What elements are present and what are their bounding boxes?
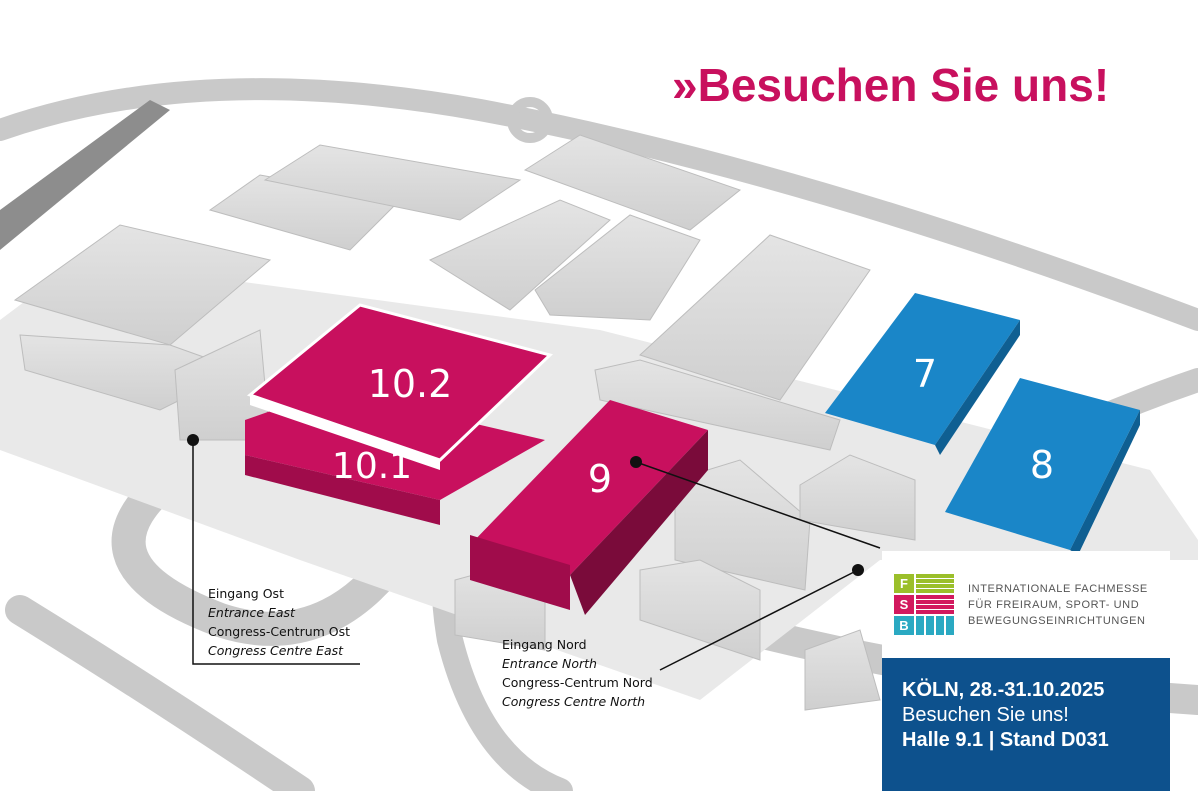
hall-10-2-label: 10.2 [368, 362, 453, 406]
entrance-east-en: Entrance East [208, 605, 295, 620]
railway [0, 100, 170, 250]
entrance-east-de: Eingang Ost [208, 586, 284, 601]
headline: » Besuchen Sie uns! [672, 58, 1109, 112]
hall-10-2 [246, 303, 553, 470]
double-chevron-icon: » [672, 59, 697, 111]
congress-north-en: Congress Centre North [502, 694, 646, 709]
congress-north-de: Congress-Centrum Nord [502, 675, 653, 690]
entrance-east-marker [187, 434, 199, 446]
entrance-north-en: Entrance North [502, 656, 597, 671]
entrance-north-marker [852, 564, 864, 576]
congress-east-de: Congress-Centrum Ost [208, 624, 351, 639]
hall-7 [825, 293, 1020, 455]
hall-9-label: 9 [588, 457, 612, 501]
congress-east-en: Congress Centre East [208, 643, 344, 658]
hall-7-label: 7 [913, 352, 937, 396]
entrance-north-de: Eingang Nord [502, 637, 587, 652]
visit-text: Besuchen Sie uns! [902, 704, 1069, 726]
grey-halls [13, 134, 916, 711]
city-date: KÖLN, 28.-31.10.2025 [902, 679, 1105, 701]
hall-8 [945, 378, 1140, 555]
fair-info-box: F S B INTERNATIONALE FACHMESSE FÜR FREIR… [882, 551, 1170, 791]
hall-8-label: 8 [1030, 443, 1054, 487]
stand-info: Halle 9.1 | Stand D031 [902, 729, 1109, 751]
headline-text: Besuchen Sie uns! [697, 59, 1110, 111]
hall-10-1-label: 10.1 [332, 446, 412, 487]
fsb-logo: F S B [894, 574, 954, 635]
leader-lines [192, 440, 881, 671]
entrance-north-label: Eingang Nord Entrance North Congress-Cen… [502, 635, 653, 711]
fair-name: INTERNATIONALE FACHMESSE FÜR FREIRAUM, S… [968, 582, 1148, 627]
hall-9-marker [630, 456, 642, 468]
hall-9 [470, 400, 708, 615]
entrance-east-label: Eingang Ost Entrance East Congress-Centr… [208, 584, 350, 660]
